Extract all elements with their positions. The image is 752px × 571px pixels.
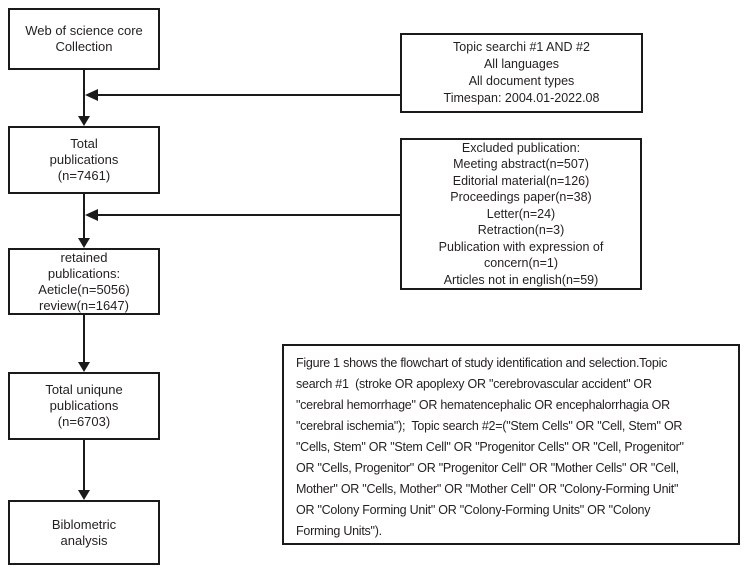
arrow-line-total-to-retained	[83, 194, 85, 240]
node-total-publications: Total publications (n=7461)	[8, 126, 160, 194]
node-web-of-science-core-collection: Web of science core Collection	[8, 8, 160, 70]
arrowhead-down-icon	[78, 116, 90, 126]
connector-line-excluded	[96, 214, 400, 216]
node-total-unique-publications: Total uniqune publications (n=6703)	[8, 372, 160, 440]
node-retained-publications: retained publications: Aeticle(n=5056) r…	[8, 248, 160, 315]
arrow-line-unique-to-analysis	[83, 440, 85, 491]
arrowhead-left-icon	[85, 209, 98, 221]
arrowhead-down-icon	[78, 362, 90, 372]
note-excluded-publications: Excluded publication: Meeting abstract(n…	[400, 138, 642, 290]
arrow-line-retained-to-unique	[83, 315, 85, 363]
connector-line-search-criteria	[96, 94, 400, 96]
arrow-line-source-to-total	[83, 70, 85, 117]
note-topic-search-criteria: Topic searchi #1 AND #2 All languages Al…	[400, 33, 643, 113]
arrowhead-down-icon	[78, 238, 90, 248]
arrowhead-left-icon	[85, 89, 98, 101]
arrowhead-down-icon	[78, 490, 90, 500]
node-bibliometric-analysis: Biblometric analysis	[8, 500, 160, 565]
figure-caption: Figure 1 shows the flowchart of study id…	[282, 344, 740, 545]
